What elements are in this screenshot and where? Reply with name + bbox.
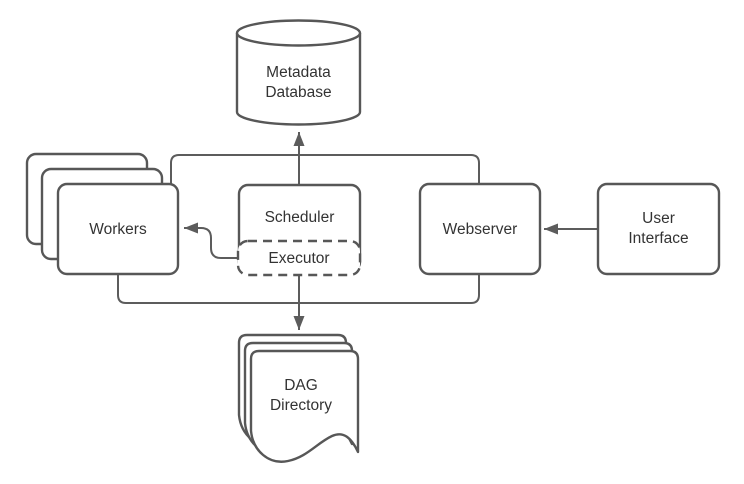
executor-box xyxy=(236,239,362,277)
metadata-database-label-line1: Metadata xyxy=(266,64,331,81)
edge-top-rail xyxy=(170,154,480,184)
workers-stack-front xyxy=(56,182,180,276)
metadata-database-label-line2: Database xyxy=(265,84,331,101)
dag-directory-label-line1: DAG xyxy=(284,377,318,394)
webserver-label: Webserver xyxy=(443,221,518,238)
scheduler-label: Scheduler xyxy=(265,209,335,226)
webserver-box xyxy=(418,182,542,276)
node-webserver: Webserver xyxy=(418,182,542,276)
node-scheduler: Scheduler Executor xyxy=(236,183,362,277)
user-interface-label-line2: Interface xyxy=(628,230,688,247)
dag-directory-label-line2: Directory xyxy=(270,397,332,414)
user-interface-label-line1: User xyxy=(642,210,675,227)
node-dag-directory: DAG Directory xyxy=(237,333,360,463)
edges xyxy=(117,132,598,330)
dag-directory-doc-front xyxy=(249,349,360,463)
edge-executor-to-workers-arrow xyxy=(184,222,239,259)
workers-label: Workers xyxy=(89,221,147,238)
executor-label: Executor xyxy=(268,250,329,267)
database-cylinder-top xyxy=(235,19,362,47)
user-interface-box xyxy=(596,182,721,276)
node-metadata-database: Metadata Database xyxy=(235,19,362,126)
node-workers: Workers xyxy=(25,152,180,276)
node-user-interface: User Interface xyxy=(596,182,721,276)
database-cylinder-body xyxy=(235,33,362,126)
